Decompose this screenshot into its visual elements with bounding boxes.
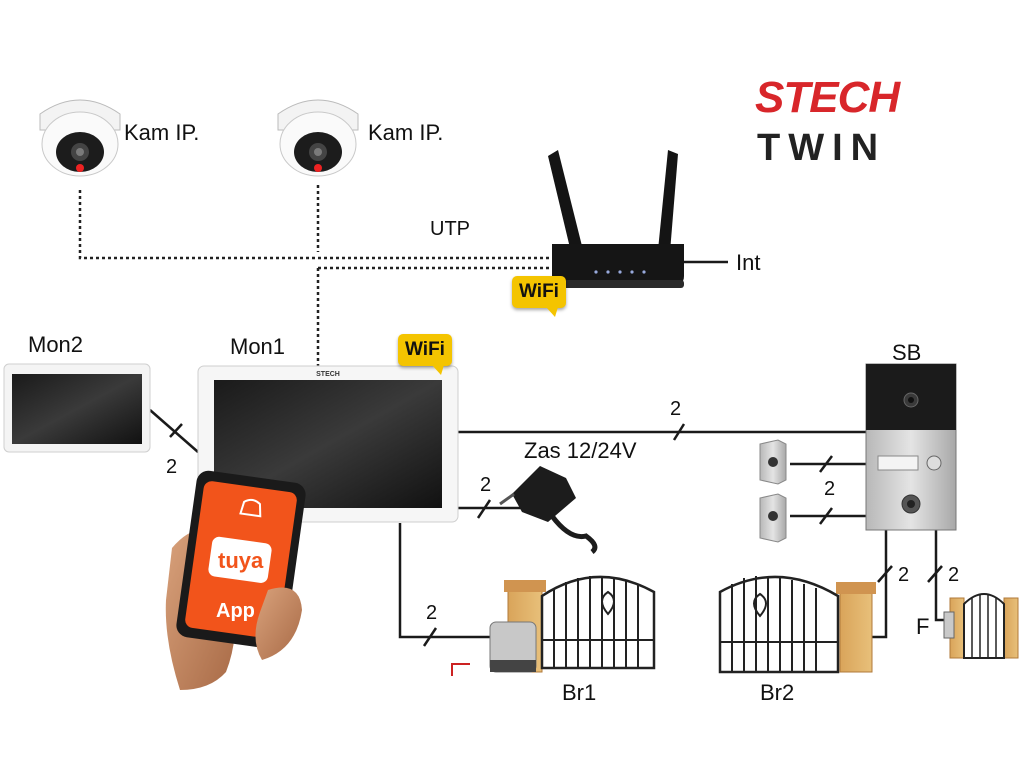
power-supply-label: Zas 12/24V xyxy=(524,438,637,463)
brand-logo-twin: TWIN xyxy=(757,127,887,169)
exit-button-1 xyxy=(759,439,787,485)
ip-camera-2 xyxy=(277,99,359,177)
wire-count-mon2: 2 xyxy=(166,456,178,478)
brand-logo-stech: STECH xyxy=(755,73,900,122)
exit-button-2 xyxy=(759,493,787,543)
gate-2 xyxy=(718,575,876,674)
lock-label: F xyxy=(916,614,930,639)
gate-1-label: Br1 xyxy=(562,680,597,705)
wire-count-gate1: 2 xyxy=(426,602,438,624)
wire-count-station: 2 xyxy=(670,398,682,420)
camera-1-label: Kam IP. xyxy=(124,120,200,145)
utp-cables xyxy=(78,185,560,366)
monitor-1-label: Mon1 xyxy=(230,334,286,359)
power-adapter xyxy=(499,466,598,554)
monitor-wifi-badge: WiFi xyxy=(398,334,452,375)
wire-count-ticks xyxy=(169,423,943,647)
monitor-brand-logo: STECH xyxy=(316,371,340,378)
wire-count-power: 2 xyxy=(480,474,492,496)
ip-camera-1 xyxy=(39,99,121,177)
phone-app-name: tuya xyxy=(218,548,264,573)
wifi-badge-text: WiFi xyxy=(519,281,559,302)
router xyxy=(548,150,684,288)
wire-count-lock: 2 xyxy=(948,564,960,586)
wifi-badge-text: WiFi xyxy=(405,339,445,360)
gate-2-label: Br2 xyxy=(760,680,795,705)
monitor-2 xyxy=(3,363,151,453)
wire-cables xyxy=(149,260,944,639)
outdoor-station xyxy=(865,363,957,531)
internet-label: Int xyxy=(736,250,761,275)
router-wifi-badge: WiFi xyxy=(512,276,566,317)
monitor-2-label: Mon2 xyxy=(28,332,84,357)
utp-cable-label: UTP xyxy=(430,218,470,240)
wicket-gate xyxy=(943,593,1019,659)
wire-count-gate2: 2 xyxy=(898,564,910,586)
wire-count-buttons: 2 xyxy=(824,478,836,500)
smartphone-in-hand xyxy=(165,470,306,690)
station-label: SB xyxy=(892,340,922,365)
phone-app-label: App xyxy=(216,600,255,622)
camera-2-label: Kam IP. xyxy=(368,120,444,145)
gate-1 xyxy=(451,575,656,676)
